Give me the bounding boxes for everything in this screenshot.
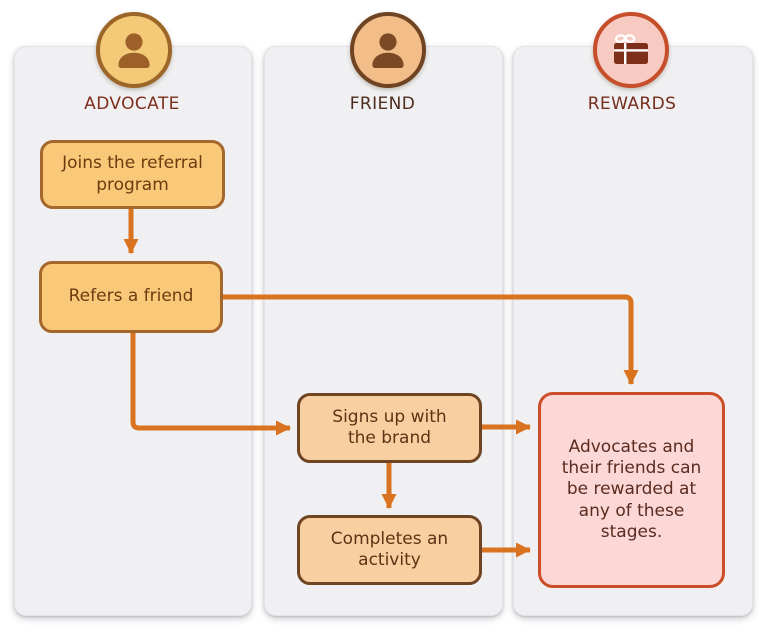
node-joins-referral-program: Joins the referral program — [40, 140, 225, 209]
user-icon — [118, 33, 150, 68]
advocate-lane-header: ADVOCATE — [84, 94, 180, 114]
node-refers-a-friend: Refers a friend — [39, 261, 223, 333]
advocate-avatar-circle — [96, 12, 172, 88]
rewards-gift-circle — [593, 12, 669, 88]
node-signs-up-with-brand: Signs up with the brand — [297, 393, 482, 463]
rewards-lane-header: REWARDS — [587, 94, 677, 114]
gift-icon — [614, 34, 648, 64]
user-icon — [372, 33, 404, 68]
friend-avatar-circle — [350, 12, 426, 88]
node-rewarded-at-any-stage: Advocates and their friends can be rewar… — [538, 392, 725, 588]
friend-lane-header: FRIEND — [349, 94, 416, 114]
node-completes-an-activity: Completes an activity — [297, 515, 482, 585]
